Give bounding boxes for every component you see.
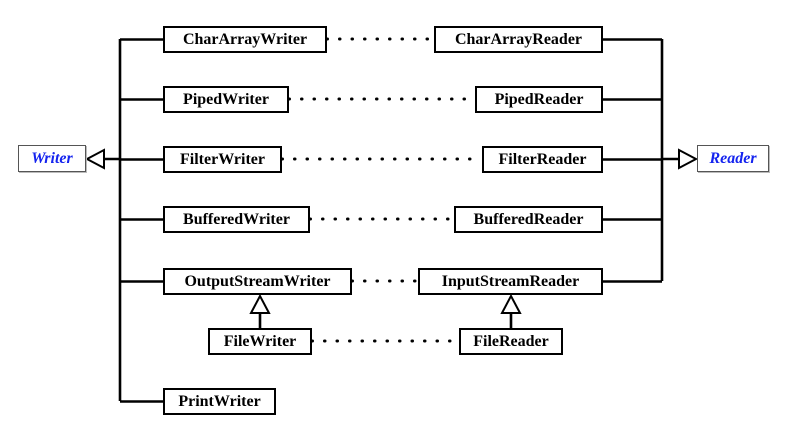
class-box-file-reader[interactable]: FileReader — [459, 328, 563, 355]
writer-reader-pair-edges — [280, 37, 484, 343]
class-box-buffered-reader[interactable]: BufferedReader — [454, 206, 603, 233]
class-box-file-writer[interactable]: FileWriter — [208, 328, 312, 355]
class-box-piped-reader[interactable]: PipedReader — [475, 86, 603, 113]
class-name-buffered-writer: BufferedWriter — [183, 210, 290, 228]
class-name-input-stream-reader: InputStreamReader — [441, 272, 580, 290]
class-box-reader[interactable]: Reader — [697, 145, 769, 172]
class-name-file-reader: FileReader — [473, 332, 549, 350]
class-box-filter-writer[interactable]: FilterWriter — [163, 146, 282, 173]
generalization-arrow-writer — [84, 148, 105, 170]
class-name-char-array-writer: CharArrayWriter — [182, 30, 308, 48]
class-box-buffered-writer[interactable]: BufferedWriter — [163, 206, 310, 233]
writer-inheritance-edges — [103, 38, 163, 403]
generalization-arrow-reader — [678, 148, 699, 170]
class-name-buffered-reader: BufferedReader — [473, 210, 584, 228]
class-box-writer[interactable]: Writer — [18, 145, 86, 172]
file-inheritance-edges — [258, 312, 513, 328]
class-name-piped-writer: PipedWriter — [183, 90, 269, 108]
class-box-output-stream-writer[interactable]: OutputStreamWriter — [163, 268, 352, 295]
class-box-print-writer[interactable]: PrintWriter — [163, 388, 276, 415]
class-name-writer: Writer — [31, 149, 73, 167]
class-box-input-stream-reader[interactable]: InputStreamReader — [418, 268, 603, 295]
class-box-char-array-reader[interactable]: CharArrayReader — [434, 26, 603, 53]
class-box-filter-reader[interactable]: FilterReader — [482, 146, 603, 173]
generalization-arrowheads — [84, 148, 699, 314]
class-name-output-stream-writer: OutputStreamWriter — [184, 272, 331, 290]
class-name-filter-writer: FilterWriter — [180, 150, 265, 168]
class-name-print-writer: PrintWriter — [178, 392, 261, 410]
class-name-char-array-reader: CharArrayReader — [454, 30, 583, 48]
class-box-piped-writer[interactable]: PipedWriter — [163, 86, 289, 113]
class-name-reader: Reader — [709, 149, 757, 167]
class-box-char-array-writer[interactable]: CharArrayWriter — [163, 26, 327, 53]
reader-inheritance-edges — [603, 38, 680, 283]
class-name-file-writer: FileWriter — [223, 332, 297, 350]
class-name-piped-reader: PipedReader — [494, 90, 584, 108]
generalization-arrow-file-reader — [500, 293, 522, 314]
generalization-arrow-file-writer — [249, 293, 271, 314]
class-name-filter-reader: FilterReader — [498, 150, 587, 168]
